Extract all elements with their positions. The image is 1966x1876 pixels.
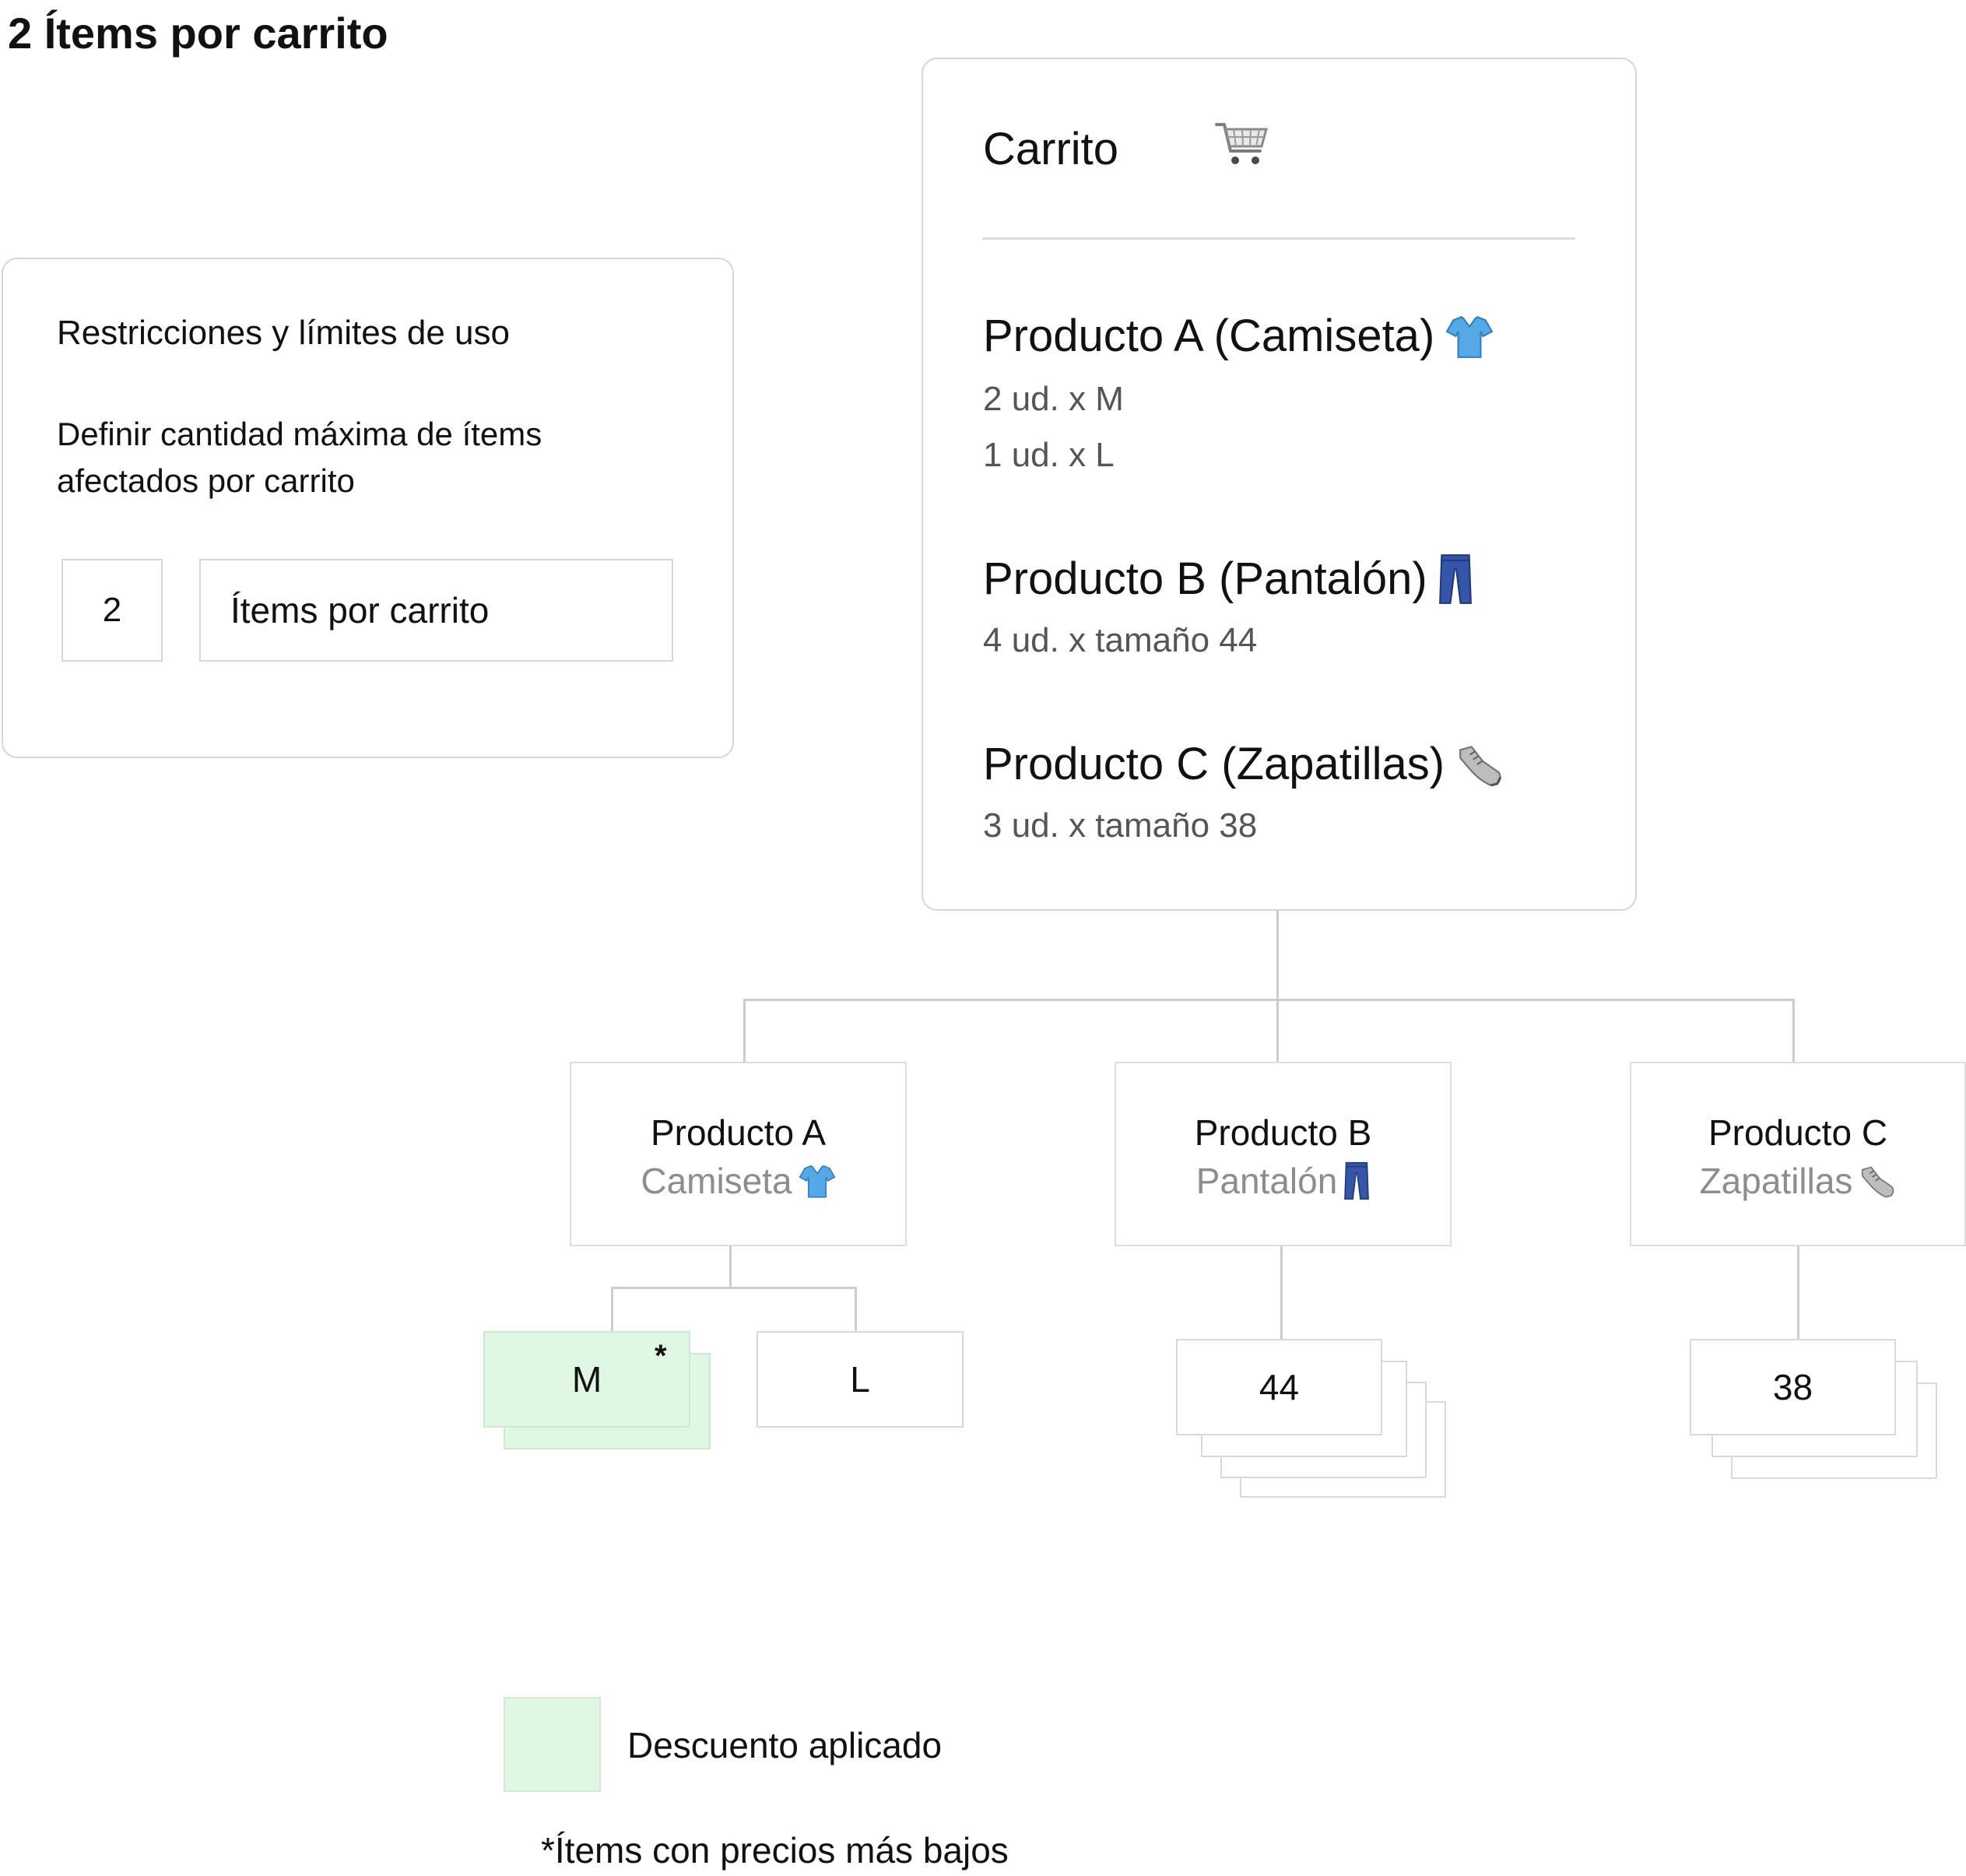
connector (1280, 1245, 1283, 1339)
node-subtitle: Pantalón (1195, 1161, 1338, 1201)
lowest-price-marker: * (655, 1339, 667, 1373)
cart-product-c: Producto C (Zapatillas) (983, 735, 1504, 794)
connector (855, 1287, 857, 1332)
legend-discount-label: Descuento aplicado (627, 1725, 943, 1765)
tshirt-icon (799, 1165, 836, 1198)
connector (1792, 999, 1795, 1063)
size-label: M (571, 1359, 602, 1400)
sneaker-icon (1459, 746, 1502, 787)
node-producto-c: Producto C Zapatillas (1630, 1062, 1966, 1246)
connector (1797, 1245, 1799, 1339)
node-producto-a: Producto A Camiseta (570, 1062, 907, 1246)
shopping-cart-icon (1215, 123, 1268, 164)
connector (611, 1287, 613, 1332)
node-producto-b: Producto B Pantalón (1115, 1062, 1452, 1246)
cart-title: Carrito (983, 124, 1119, 174)
size-label: L (850, 1359, 870, 1400)
size-44-card: 44 (1176, 1339, 1382, 1435)
items-per-cart-field[interactable]: Ítems por carrito (199, 559, 673, 662)
node-title: Producto A (650, 1112, 827, 1153)
cart-product-a-line-2: 1 ud. x L (983, 436, 1115, 474)
node-title: Producto C (1708, 1112, 1888, 1153)
max-items-input[interactable]: 2 (61, 559, 163, 662)
size-label: 44 (1259, 1367, 1300, 1407)
connector (1276, 999, 1279, 1063)
cart-product-a-name: Producto A (Camiseta) (983, 311, 1435, 361)
jeans-icon (1344, 1161, 1370, 1200)
cart-product-c-line-1: 3 ud. x tamaño 38 (983, 806, 1258, 845)
connector (611, 1287, 857, 1289)
tshirt-icon (1445, 316, 1494, 358)
cart-card (922, 58, 1637, 911)
legend-discount-swatch (504, 1697, 601, 1792)
page-title: 2 Ítems por carrito (8, 9, 388, 58)
node-subtitle: Zapatillas (1699, 1161, 1853, 1201)
cart-product-c-name: Producto C (Zapatillas) (983, 739, 1445, 789)
connector (729, 1245, 732, 1288)
cart-divider (982, 237, 1575, 240)
cart-product-a-line-1: 2 ud. x M (983, 380, 1124, 418)
footnote: *Ítems con precios más bajos (541, 1830, 1009, 1871)
jeans-icon (1438, 554, 1472, 604)
cart-product-b-name: Producto B (Pantalón) (983, 553, 1427, 604)
size-38-card: 38 (1690, 1339, 1896, 1435)
cart-product-a: Producto A (Camiseta) (983, 307, 1494, 366)
restrictions-heading: Restricciones y límites de uso (57, 314, 510, 352)
sneaker-icon (1862, 1166, 1894, 1198)
size-m-card: M * (483, 1331, 690, 1428)
cart-product-b-line-1: 4 ud. x tamaño 44 (983, 621, 1258, 659)
connector (1276, 911, 1279, 1000)
size-l-card: L (757, 1331, 964, 1428)
restrictions-description: Definir cantidad máxima de ítems afectad… (57, 416, 542, 499)
node-subtitle: Camiseta (641, 1161, 792, 1201)
restrictions-panel (2, 258, 734, 758)
connector (743, 999, 1795, 1001)
size-label: 38 (1772, 1367, 1813, 1407)
node-title: Producto B (1194, 1112, 1372, 1153)
connector (743, 999, 746, 1063)
cart-product-b: Producto B (Pantalón) (983, 550, 1473, 609)
